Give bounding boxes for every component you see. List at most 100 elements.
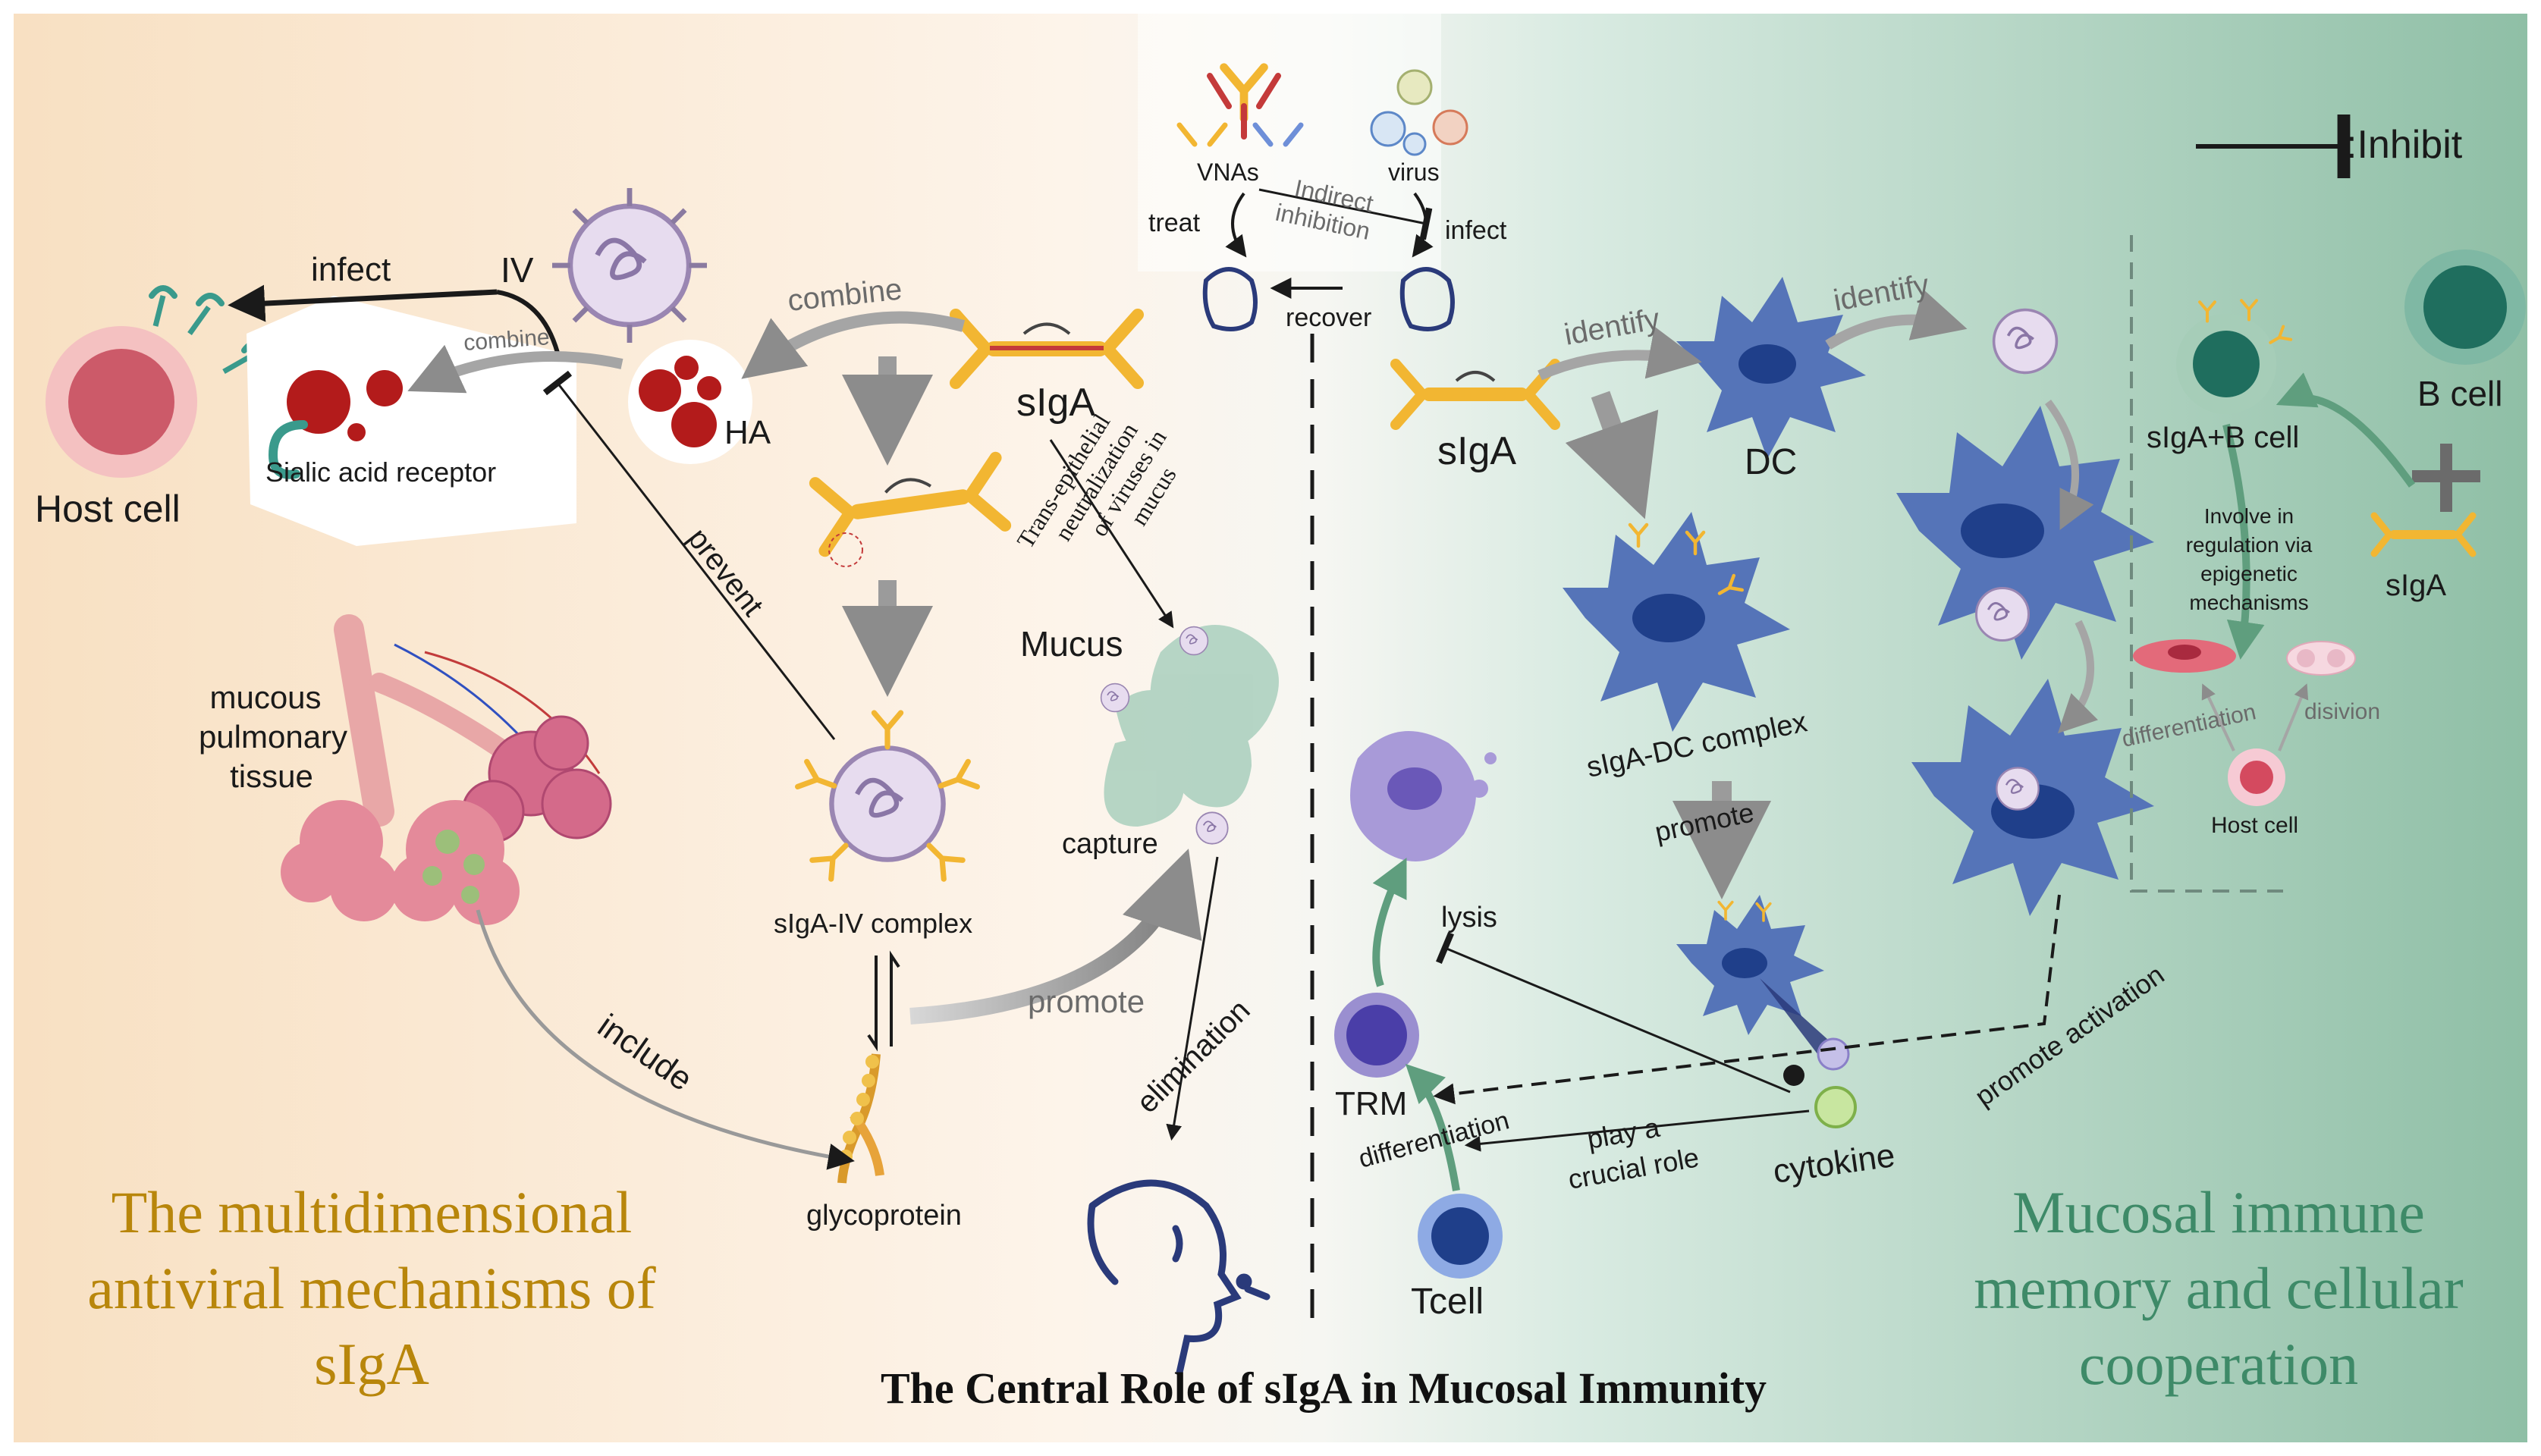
mucus-blobs	[1104, 625, 1279, 827]
host-cell-label: Host cell	[35, 488, 181, 530]
mucus-virion-2	[1100, 682, 1130, 713]
combine-small-arrow	[407, 344, 623, 394]
treat-arrow	[1225, 192, 1247, 258]
iv-virion	[551, 187, 708, 344]
mucus-virion-1	[1179, 626, 1209, 656]
cytokine-dot-3	[1814, 1086, 1857, 1128]
dc-cell-top-right	[1896, 406, 2154, 660]
b-cell-label: B cell	[2417, 374, 2502, 413]
trm-cell	[1334, 993, 1419, 1078]
iv-to-receptor-arrow	[496, 290, 560, 353]
epigenetic-line-4: mechanisms	[2189, 591, 2308, 614]
t-cell	[1418, 1194, 1503, 1279]
mucous-label: mucous	[209, 679, 321, 715]
inhibit-legend-label: :Inhibit	[2346, 123, 2463, 167]
cytokine-release-beam	[1760, 978, 1836, 1058]
patient-right-icon	[1399, 267, 1455, 331]
promote-activation-dashed	[1433, 894, 2061, 1105]
virus-icon-cluster	[1370, 69, 1468, 156]
epigenetic-arrow	[2222, 423, 2265, 660]
recover-label: recover	[1286, 303, 1371, 332]
siga-b-cell-label: sIgA+B cell	[2147, 421, 2299, 454]
identify-arrow-2	[1825, 289, 1968, 350]
mucus-label: Mucus	[1020, 624, 1123, 664]
plus-sign	[2412, 444, 2480, 512]
include-arrow	[476, 909, 855, 1170]
trans-epithelial-arrow	[1049, 439, 1174, 629]
host-cell	[46, 285, 270, 478]
vnas-label: VNAs	[1197, 158, 1259, 186]
division-label: disivion	[2304, 699, 2380, 724]
ha-cluster	[628, 340, 752, 464]
siga-small-label: sIgA	[2386, 569, 2446, 602]
infect-arrow-top	[1412, 192, 1434, 258]
engulfed-virion	[1975, 587, 2030, 642]
virus-label: virus	[1388, 158, 1440, 186]
sialic-acid-receptor-label: Sialic acid receptor	[265, 457, 496, 488]
tissue-label: tissue	[230, 758, 313, 794]
siga-small-antibody	[2370, 512, 2477, 557]
cytokine-dot-2	[1783, 1065, 1804, 1086]
cytokine-lysis-inhibit	[1436, 932, 1791, 1094]
right-heading-line-3: cooperation	[2079, 1331, 2358, 1397]
page-title: The Central Role of sIgA in Mucosal Immu…	[881, 1363, 1767, 1413]
iv-label: IV	[501, 250, 534, 290]
promote-label: promote	[1028, 984, 1145, 1019]
siga-antibody-right	[1390, 359, 1560, 430]
differentiated-cell	[2133, 639, 2236, 673]
b-cell	[2404, 249, 2526, 365]
dc-cell-main	[1676, 277, 1866, 459]
cytokine-role-arrow	[1464, 1109, 1810, 1152]
division-arrow	[2278, 683, 2309, 752]
trm-label: TRM	[1335, 1085, 1407, 1122]
dividing-cell	[2286, 641, 2356, 676]
patient-left-icon	[1202, 267, 1258, 331]
siga-label-right: sIgA	[1437, 429, 1516, 473]
siga-iv-complex-label: sIgA-IV complex	[774, 908, 972, 939]
combine-arrow	[741, 311, 966, 379]
b-cell-conversion-arrow	[2276, 372, 2416, 488]
identify-arrow-1	[1537, 326, 1702, 381]
capture-label: capture	[1062, 828, 1158, 860]
lysed-cell	[1350, 731, 1497, 861]
left-heading-line-1: The multidimensional	[112, 1179, 633, 1245]
elimination-arrow	[1166, 856, 1219, 1141]
pulmonary-label: pulmonary	[199, 719, 347, 755]
tcell-label: Tcell	[1411, 1282, 1484, 1322]
ha-label: HA	[724, 414, 771, 451]
ha-fragment	[828, 532, 863, 567]
infect-label-top: infect	[1445, 216, 1507, 245]
indirect-inhibition-line	[1258, 188, 1433, 240]
epigenetic-line-3: epigenetic	[2200, 562, 2298, 585]
host-cell-small	[2228, 748, 2285, 806]
prevent-inhibit-line	[542, 370, 836, 740]
sneezing-person	[1087, 1179, 1270, 1376]
lysis-label: lysis	[1441, 902, 1497, 934]
left-heading-line-2: antiviral mechanisms of	[87, 1255, 655, 1321]
combine-small-label: combine	[463, 325, 550, 356]
lung-tissue	[281, 614, 612, 925]
dc-label: DC	[1745, 442, 1797, 482]
epigenetic-line-2: regulation via	[2186, 533, 2313, 557]
infect-arrow	[228, 284, 498, 322]
dc-cell-small	[1676, 895, 1824, 1035]
differentiation-arrow	[1405, 1063, 1460, 1191]
virion-to-dc-arrow	[2044, 400, 2094, 530]
siga-label: sIgA	[1016, 381, 1095, 425]
dc-virion-inside	[1996, 767, 2040, 811]
b-cell-dashed-box	[2130, 235, 2283, 893]
siga-antibody-middle	[809, 451, 1012, 557]
glycoprotein-label: glycoprotein	[806, 1200, 962, 1232]
cytokine-dot-1	[1817, 1037, 1850, 1071]
capture-virion	[1195, 811, 1229, 845]
left-heading-line-3: sIgA	[314, 1331, 429, 1397]
infect-label: infect	[311, 251, 391, 288]
right-heading-line-1: Mucosal immune	[2012, 1179, 2425, 1245]
lysis-arrow	[1372, 858, 1407, 987]
diff-arrow	[2201, 683, 2235, 752]
identified-virion	[1992, 308, 2059, 375]
vnas-icon	[1176, 67, 1304, 147]
siga-b-cell	[2176, 300, 2291, 414]
